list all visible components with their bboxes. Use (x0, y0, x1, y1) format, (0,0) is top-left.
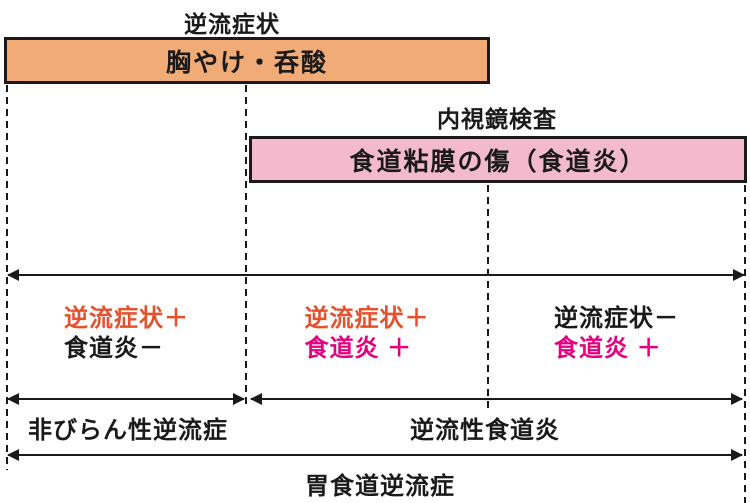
column-asymptomatic-esophagitis: 逆流症状－ 食道炎 ＋ (488, 304, 745, 364)
arrowhead-right-icon (733, 269, 745, 281)
arrowhead-right-icon (233, 393, 245, 405)
reflux-esophagitis-range-arrow (250, 393, 743, 405)
column-symptomatic-esophagitis-symptom-line: 逆流症状＋ (304, 305, 430, 332)
column-nerd-symptom-line: 逆流症状＋ (64, 305, 189, 332)
column-asymptomatic-esophagitis-symptom-line: 逆流症状－ (554, 305, 679, 332)
nerd-range-arrow (7, 393, 245, 405)
column-asymptomatic-esophagitis-esophagitis-line: 食道炎 ＋ (554, 335, 662, 362)
dashed-divider-mid-right (487, 185, 489, 410)
arrowhead-left-icon (7, 393, 19, 405)
spectrum-range-arrow (7, 269, 745, 281)
esophageal-mucosa-damage-bar: 食道粘膜の傷（食道炎） (249, 136, 747, 183)
arrowhead-left-icon (7, 449, 19, 461)
column-nerd: 逆流症状＋ 食道炎－ (7, 304, 246, 364)
heartburn-regurgitation-bar-label: 胸やけ・呑酸 (165, 48, 328, 77)
gerd-range-label: 胃食道逆流症 (305, 473, 455, 500)
heartburn-regurgitation-bar: 胸やけ・呑酸 (4, 37, 490, 84)
arrowhead-right-icon (731, 393, 743, 405)
endoscopy-title: 内視鏡検査 (437, 106, 557, 132)
column-symptomatic-esophagitis: 逆流症状＋ 食道炎 ＋ (246, 304, 488, 364)
arrowhead-left-icon (250, 393, 262, 405)
column-nerd-esophagitis-line: 食道炎－ (64, 335, 164, 362)
dashed-divider-far-right (744, 185, 746, 503)
reflux-esophagitis-range-label: 逆流性食道炎 (410, 417, 560, 444)
arrowhead-left-icon (7, 269, 19, 281)
column-symptomatic-esophagitis-esophagitis-line: 食道炎 ＋ (304, 335, 413, 362)
reflux-symptoms-title: 逆流症状 (184, 11, 280, 37)
gerd-range-arrow (7, 449, 743, 461)
arrowhead-right-icon (731, 449, 743, 461)
dashed-divider-mid-left (245, 85, 247, 407)
nerd-range-label: 非びらん性逆流症 (28, 417, 228, 444)
esophageal-mucosa-damage-bar-label: 食道粘膜の傷（食道炎） (349, 147, 647, 176)
